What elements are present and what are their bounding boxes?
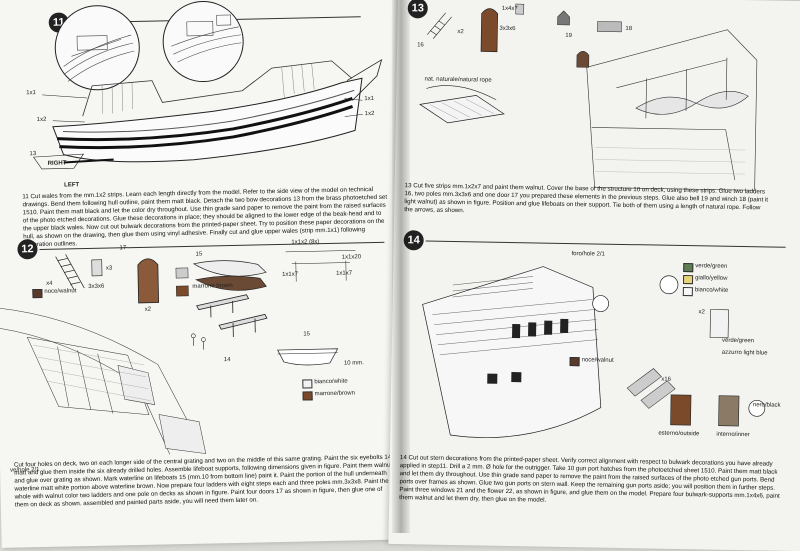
- brown-swatch: [303, 391, 313, 400]
- left-page: 11: [0, 0, 414, 548]
- step-12-label-10mm: 10 mm.: [344, 360, 364, 366]
- step-14-label-x16: x16: [661, 377, 671, 383]
- interno-inner-label: interno/inner: [716, 432, 749, 439]
- step-12-label-1x1x20: 1x1x20: [342, 254, 361, 260]
- step-12-label-1x1x7b: 1x1x7: [336, 270, 352, 276]
- natural-rope-label: nat. naturale/natural rope: [424, 76, 491, 83]
- walnut-swatch-2: [570, 357, 580, 366]
- step-12-label-15: 15: [196, 252, 203, 258]
- step-14-label-x2a: x2: [698, 309, 704, 315]
- step-11-caption: 11 Cut wales from the mm.1x2 strips. Lea…: [22, 186, 388, 250]
- manual-spread: 11: [0, 0, 800, 533]
- bianco-white-label: bianco/white: [314, 379, 347, 386]
- step-11-label-1: 1x1: [26, 90, 36, 96]
- yellow-swatch: [683, 275, 693, 284]
- hole-label-2: foro/hole 2/1: [571, 251, 604, 258]
- step-13-label-16: 16: [417, 42, 424, 48]
- verde-green-label: verde/green: [695, 263, 727, 270]
- step-11-label-2: 1x2: [37, 117, 47, 123]
- step-13-label-1x4x7: 1x4x7: [502, 6, 518, 12]
- nero-black-label: nero/black: [753, 402, 781, 408]
- green-swatch: [683, 263, 693, 272]
- step-12-label-14: 14: [224, 357, 231, 363]
- step-12-label-15b: 15: [303, 331, 310, 337]
- step-11-label-3: 1x1: [364, 96, 374, 102]
- step-12-label-8x: 1x1x2 (8x): [291, 239, 319, 246]
- step-13-label-x2: x2: [457, 29, 463, 35]
- step-12-label-3x3x6: 3x3x6: [88, 284, 104, 290]
- left-label: LEFT: [64, 182, 79, 188]
- step-12-label-1x1x7a: 1x1x7: [282, 272, 298, 278]
- noce-walnut-label-2: noce/walnut: [582, 357, 614, 364]
- step-11-ship-drawing: [0, 0, 406, 168]
- white-swatch-2: [683, 287, 693, 296]
- step-13-label-19: 19: [565, 33, 572, 39]
- azzurro-label: azzurro light blue: [722, 350, 782, 357]
- step-12-label-17: 17: [119, 245, 126, 251]
- book-gutter: [392, 0, 410, 533]
- step-11-label-5: 13: [29, 151, 36, 157]
- esterno-outside-label: esterno/outside: [658, 431, 699, 438]
- right-page: 13: [388, 0, 800, 551]
- walnut-swatch: [32, 289, 42, 298]
- verde-green-label-2: verde/green: [722, 338, 754, 345]
- step-12-label-x3: x3: [106, 266, 112, 272]
- step-12-label-x2: x2: [145, 307, 151, 313]
- marrone-brown-label: marrone brown: [192, 283, 232, 290]
- white-swatch: [302, 379, 312, 388]
- step-12-caption: Cut four holes on deck, two on each long…: [14, 454, 395, 510]
- step-12-label-x4: x4: [46, 281, 52, 287]
- marrone-brown-label-2: marrone/brown: [315, 390, 355, 397]
- bianco-white-label-2: bianco/white: [695, 287, 728, 294]
- step-13-caption: 13 Cut five strips mm.1x2x7 and paint th…: [404, 182, 770, 220]
- step-11-label-4: 1x2: [365, 111, 375, 117]
- step-13-label-18: 18: [625, 26, 632, 32]
- step-14-stern-drawing: [390, 244, 800, 451]
- giallo-yellow-label: giallo/yellow: [695, 275, 727, 282]
- step-14-caption: 14 Cut out stern decorations from the pr…: [399, 454, 785, 509]
- right-label: RIGHT: [48, 160, 67, 166]
- noce-walnut-label: noce/walnut: [44, 288, 76, 295]
- step-13-label-3x3x6: 3x3x6: [499, 26, 515, 32]
- step-13-deck-drawing: [395, 0, 800, 191]
